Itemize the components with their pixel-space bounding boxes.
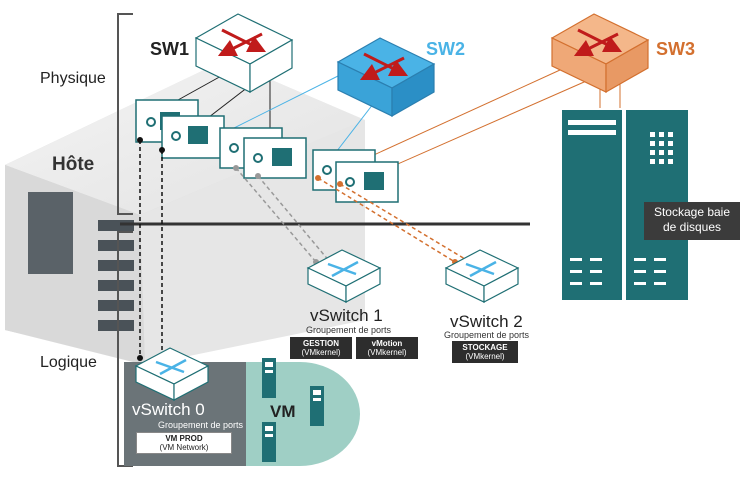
physique-label: Physique (40, 70, 106, 87)
portgroup-vm-prod-title: VM PROD (165, 434, 203, 443)
vswitch0-portgroup-caption: Groupement de ports (158, 420, 244, 430)
sw2-device (336, 37, 436, 118)
vswitch-1-icon (306, 249, 382, 303)
portgroup-vm-prod-subtitle: (VM Network) (159, 443, 209, 452)
storage-label-box (644, 202, 740, 240)
sw2-label: SW2 (426, 39, 466, 59)
vm-icons (262, 358, 324, 462)
logique-label: Logique (40, 354, 97, 371)
host-drive-bays (98, 220, 134, 331)
portgroup-vmotion-subtitle: (VMkernel) (367, 348, 407, 357)
portgroup-gestion-subtitle: (VMkernel) (301, 348, 341, 357)
nic-card-2 (161, 115, 225, 159)
vswitch-2-icon (444, 249, 520, 303)
physique-bracket (117, 13, 133, 215)
vswitch1-name: vSwitch 1 (310, 306, 383, 325)
portgroup-vmotion-title: vMotion (371, 339, 403, 348)
vswitch2-name: vSwitch 2 (450, 312, 523, 331)
storage-disk-grid (650, 132, 673, 164)
portgroup-stockage: STOCKAGE (VMkernel) (452, 341, 518, 363)
nic-card-6 (335, 161, 399, 203)
vswitch1-portgroup-caption: Groupement de ports (306, 325, 392, 335)
portgroup-vm-prod: VM PROD (VM Network) (136, 432, 232, 454)
portgroup-gestion-title: GESTION (302, 339, 339, 348)
vm-label: VM (270, 402, 296, 421)
portgroup-stockage-subtitle: (VMkernel) (465, 352, 505, 361)
sw1-label: SW1 (150, 39, 190, 59)
vswitch-0-icon (134, 347, 210, 401)
sw3-device (550, 13, 650, 94)
sw3-label: SW3 (656, 39, 696, 59)
portgroup-gestion: GESTION (VMkernel) (290, 337, 352, 359)
portgroup-vmotion: vMotion (VMkernel) (356, 337, 418, 359)
storage-label: Stockage baie de disques (644, 205, 740, 235)
storage-label-line1: Stockage baie (653, 205, 731, 219)
sw1-device (194, 13, 294, 94)
vswitch2-portgroup-caption: Groupement de ports (444, 330, 530, 340)
storage-label-line2: de disques (662, 220, 722, 234)
vswitch0-name: vSwitch 0 (132, 400, 205, 419)
nic-cards (135, 99, 399, 203)
host-front-panel (28, 192, 73, 274)
hote-label: Hôte (52, 154, 95, 175)
portgroup-stockage-title: STOCKAGE (462, 343, 508, 352)
storage-array (562, 110, 740, 300)
nic-card-4 (243, 137, 307, 179)
